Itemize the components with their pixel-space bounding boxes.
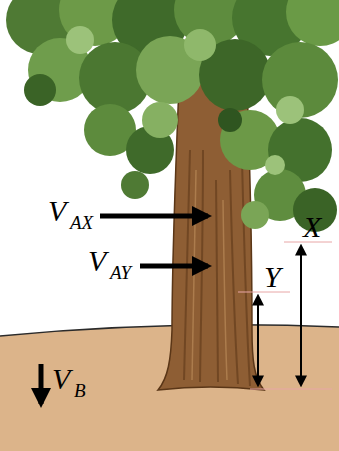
force-subscript: B xyxy=(74,381,86,400)
dimension-arrow xyxy=(300,246,302,385)
force-arrow xyxy=(140,264,208,269)
guide-lines xyxy=(238,242,332,389)
dimension-arrow xyxy=(257,296,259,385)
force-symbol: V xyxy=(52,364,70,394)
force-arrow xyxy=(100,214,208,219)
foliage xyxy=(6,0,339,232)
dimension-label: Y xyxy=(264,262,281,292)
force-subscript: AX xyxy=(70,213,93,232)
ground-line xyxy=(0,325,339,336)
force-arrow xyxy=(39,364,44,404)
force-symbol: V xyxy=(88,246,106,276)
dimension-label: X xyxy=(303,212,321,242)
force-symbol: V xyxy=(48,196,66,226)
force-subscript: AY xyxy=(110,263,131,282)
